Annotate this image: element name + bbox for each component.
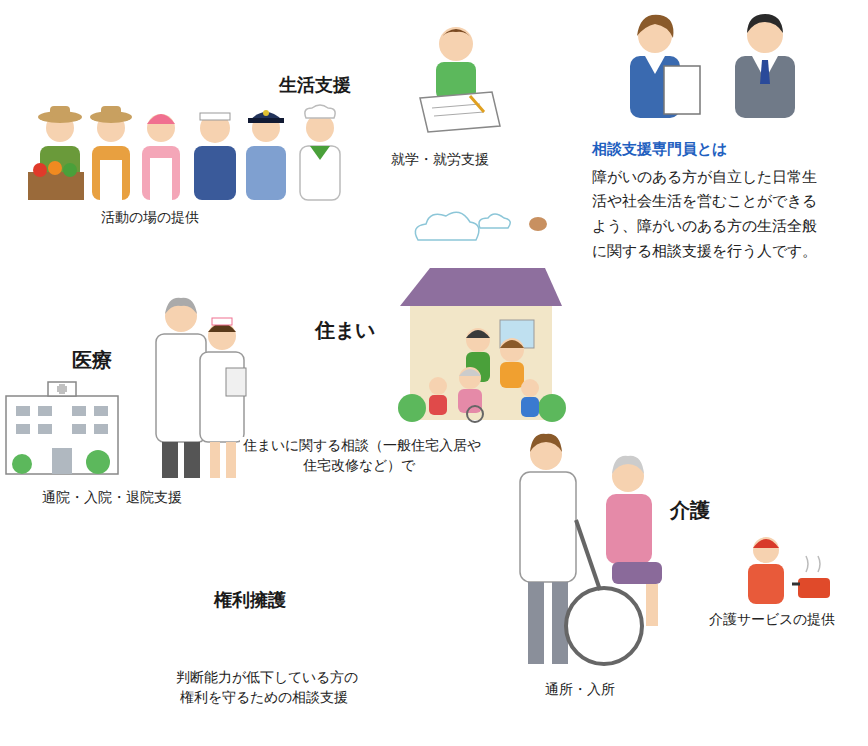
- caption-text: 介護サービスの提供: [706, 611, 838, 627]
- workers-figures: [28, 105, 340, 200]
- life-support-circle: 生活支援: [252, 22, 378, 148]
- ring-line: [10, 60, 840, 660]
- box-body: 障がいのある方が自立した日常生活や社会生活を営むことができるよう、障がいのある方…: [592, 165, 830, 264]
- caption-text: 通所・入所: [542, 681, 618, 697]
- caption-text: 判断能力が低下している方の権利を守るための相談支援: [173, 669, 358, 705]
- hospital-figure: [6, 298, 246, 478]
- staff-figures: [630, 14, 795, 118]
- house-figure: [398, 268, 566, 422]
- care-circle: 介護: [610, 430, 770, 590]
- medical-circle: 医療: [0, 268, 184, 452]
- clouds: [415, 212, 547, 240]
- circle-heading: 医療: [72, 347, 112, 374]
- caption-label: 住まいに関する相談（一般住宅入居や住宅改修など）で: [235, 436, 485, 475]
- care-figure: [520, 434, 662, 664]
- caption-label: 活動の場の提供: [65, 208, 235, 228]
- circle-fill: [180, 530, 320, 670]
- housing-circle: 住まい: [270, 255, 420, 405]
- caption-text: 住まいに関する相談（一般住宅入居や住宅改修など）で: [240, 437, 481, 473]
- circle-fill: [252, 22, 378, 148]
- caption-text: 通院・入院・退院支援: [39, 489, 185, 505]
- caption-text: 就学・就労支援: [388, 151, 492, 167]
- box-heading: 相談支援専門員とは: [592, 138, 830, 161]
- caption-label: 通所・入所: [515, 680, 645, 700]
- caption-label: 介護サービスの提供: [687, 610, 857, 630]
- circle-heading: 権利擁護: [214, 588, 286, 612]
- circle-heading: 住まい: [315, 317, 375, 344]
- circle-fill: [0, 268, 184, 452]
- circle-heading: 生活支援: [279, 73, 351, 97]
- circle-fill: [270, 255, 420, 405]
- circle-heading: 介護: [670, 497, 710, 524]
- circle-fill: [610, 430, 770, 590]
- box-outline: [571, 121, 847, 349]
- caption-text: 活動の場の提供: [98, 209, 202, 225]
- kid-figure: [420, 27, 500, 132]
- cook-figure: [748, 537, 830, 604]
- rights-circle: 権利擁護: [180, 530, 320, 670]
- caption-label: 就学・就労支援: [355, 150, 525, 170]
- definition-box: 相談支援専門員とは障がいのある方が自立した日常生活や社会生活を営むことができるよ…: [570, 120, 848, 350]
- caption-label: 通院・入院・退院支援: [7, 488, 217, 508]
- caption-label: 判断能力が低下している方の権利を守るための相談支援: [167, 668, 363, 707]
